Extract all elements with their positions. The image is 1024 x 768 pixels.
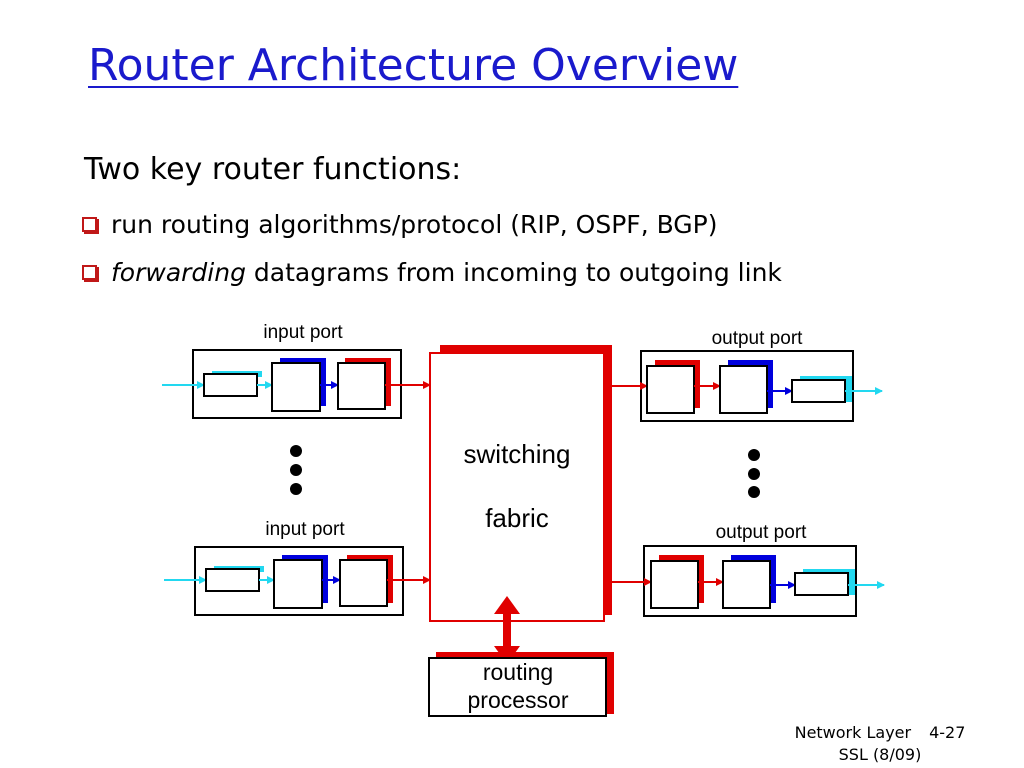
switching-fabric: switching fabric <box>429 345 612 622</box>
output-port-bottom: output port <box>604 522 885 617</box>
input-port-bottom: input port <box>164 519 431 616</box>
footer-course: Network Layer <box>794 723 912 742</box>
footer-page-number: 4-27 <box>929 723 966 742</box>
bullet-forwarding-emphasis: forwarding <box>111 258 246 287</box>
input-port-top: input port <box>162 322 431 419</box>
routing-processor-label-line1: routing <box>483 659 553 685</box>
slide-footer: Network Layer 4-27 SSL (8/09) <box>770 722 990 766</box>
output-ports-ellipsis <box>748 449 760 498</box>
footer-author: SSL (8/09) <box>838 745 922 764</box>
output-port-bottom-label: output port <box>716 522 808 543</box>
checkbox-bullet-icon <box>82 265 97 280</box>
input-port-top-label: input port <box>263 322 343 343</box>
switching-fabric-label-line2: fabric <box>485 503 549 533</box>
bullet-routing: run routing algorithms/protocol (RIP, OS… <box>82 210 718 239</box>
input-ports-ellipsis <box>290 445 302 495</box>
input-port-bottom-label: input port <box>265 519 345 540</box>
output-port-top: output port <box>604 328 883 422</box>
routing-processor: routing processor <box>428 652 614 717</box>
switching-fabric-label-line1: switching <box>464 439 571 469</box>
bullet-forwarding: forwarding datagrams from incoming to ou… <box>82 258 782 287</box>
bullet-forwarding-text: datagrams from incoming to outgoing link <box>245 258 782 287</box>
bullet-routing-text: run routing algorithms/protocol (RIP, OS… <box>111 210 718 239</box>
routing-processor-label-line2: processor <box>468 687 569 713</box>
output-port-top-label: output port <box>712 328 804 349</box>
checkbox-bullet-icon <box>82 217 97 232</box>
slide-title: Router Architecture Overview <box>88 40 739 91</box>
intro-text: Two key router functions: <box>84 152 462 187</box>
